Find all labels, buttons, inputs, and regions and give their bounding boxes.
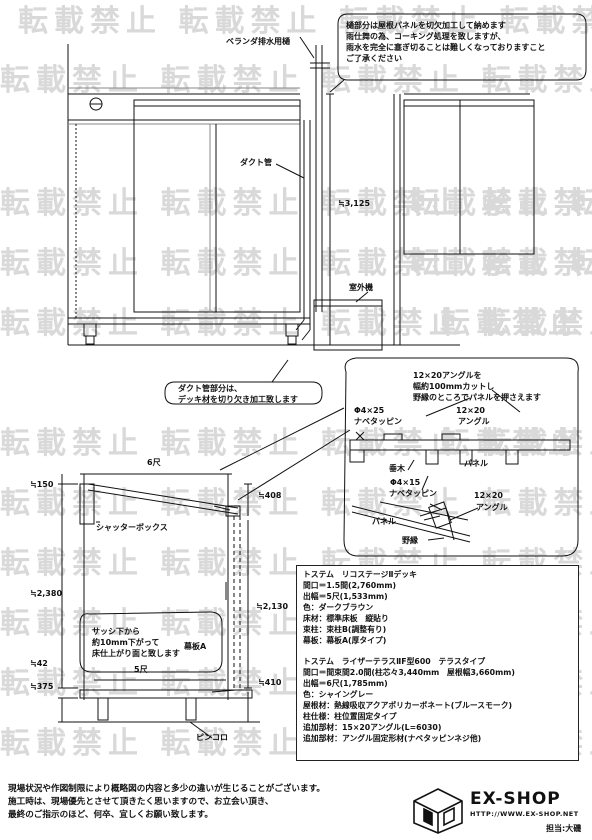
dim-42: ≒42 [30,659,48,668]
label-fascia-a: 幕板A [184,642,207,651]
label-angle-size: 12×20 [456,406,485,415]
label-joist: 垂木 [389,464,405,473]
spec-line: トステム ライザーテラスⅡF型600 テラスタイプ [303,657,486,666]
watermark-text: 転載禁止 転載禁止 転載禁止 転載禁止 [18,4,592,39]
spec-line: 追加部材：15×20アングル(L=6030) [303,723,442,732]
spec-line: 柱仕様：柱位置固定タイプ [303,712,397,721]
dim-408: ≒408 [258,491,282,500]
spec-line: 床材：標準床板 縦貼り [303,614,389,623]
spec-line: 束柱：束柱B(調整有り) [303,625,387,634]
spec-line: 屋根材：熱線吸収アクアポリカーボネート(ブルースモーク) [303,701,513,710]
dim-width-6shaku: 6尺 [147,458,161,467]
spec-line: 色：ダークブラウン [303,603,374,612]
note-line: 雨水を完全に塞ぎ切ることは難しくなっておりますこと [346,43,546,52]
spec-line: 出幅＝5尺(1,533mm) [303,592,388,601]
dim-375: ≒375 [30,682,54,691]
dim-150: ≒150 [30,480,54,489]
spec-line: 出幅＝6尺(1,785mm) [303,679,388,688]
note-line: 野縁のところでパネルを押さえます [413,393,541,402]
cube-logo-icon [413,788,463,834]
label-pin2-nabeta: ナベタッピン [389,489,437,498]
footer-line: 最終のご指示のほど、何卒、宜しくお願い致します。 [8,810,213,820]
spec-line: 間口＝1.5間(2,760mm) [303,581,397,590]
staff-name: 担当:大磯 [546,824,582,833]
label-duct: ダクト管 [240,158,272,167]
watermark-text: 転載禁止 転載禁止 転載禁止 転載禁止 [440,306,592,341]
angle-note: 12×20アングルを 幅約100mmカットし 野縁のところでパネルを押さえます [413,370,541,403]
sash-note: サッシ下から 約10mm下がって 床仕上がり面と致します [92,626,180,659]
note-line: デッキ材を切り欠き加工致します [178,395,298,404]
label-pin-4x15: Φ4×15 [390,478,421,487]
note-line: 12×20アングルを [413,371,482,380]
spec-line: 幕板：幕板A(厚タイプ) [303,636,387,645]
brand-url: HTTP://WWW.EX-SHOP.NET [470,810,579,818]
label-shutter-box: シャッターボックス [96,523,168,532]
watermark-text: 転載禁止 転載禁止 転載禁止 転載禁止 [440,426,592,461]
duct-cut-note: ダクト管部分は、 デッキ材を切り欠き加工致します [178,383,298,405]
spec-line: 間口＝間束間2.0間(柱芯々3,440mm 屋根幅3,660mm) [303,668,515,677]
label-pin-nabeta: ナベタッピン [354,417,402,426]
footer-line: 現場状況や作図制限により概略図の内容と多少の違いが生じることがございます。 [8,784,325,794]
label-panel2: パネル [372,517,396,526]
label-panel: パネル [464,459,488,468]
note-line: サッシ下から [92,627,140,636]
spec-line: トステム リコステージⅡデッキ [303,570,417,579]
spec-table: トステム リコステージⅡデッキ 間口＝1.5間(2,760mm) 出幅＝5尺(1… [296,565,579,761]
note-line: 樋部分は屋根パネルを切欠加工して納めます [346,21,506,30]
note-line: ダクト管部分は、 [178,384,242,393]
note-line: 雨仕舞の為、コーキング処理を致しますが、 [346,32,506,41]
note-line: 床仕上がり面と致します [92,649,180,658]
label-pin-4x25: Φ4×25 [354,406,385,415]
dim-2380: ≒2,380 [30,589,63,598]
dim-410: ≒410 [258,678,282,687]
dim-5shaku: 5尺 [134,665,148,674]
roof-gutter-note: 樋部分は屋根パネルを切欠加工して納めます 雨仕舞の為、コーキング処理を致しますが… [346,20,545,64]
dim-2130: ≒2,130 [256,602,289,611]
watermark-text: 転載禁止 転載禁止 転載禁止 転載禁止 [410,246,592,281]
label-outdoor-unit: 室外機 [349,283,373,292]
watermark-text: 転載禁止 転載禁止 転載禁止 転載禁止 [410,186,592,221]
note-line: 幅約100mmカットし [413,382,495,391]
note-line: 約10mm下がって [92,638,160,647]
watermark-text: 転載禁止 転載禁止 転載禁止 転載禁止 [0,186,592,221]
footer-line: 施工時は、現場優先とさせて頂きたく思いますので、お立会い頂き、 [8,797,274,807]
note-line: ご了承ください [346,54,402,63]
spec-line: 追加部材：アングル固定形材(ナベタッピンネジ他) [303,734,482,743]
label-angle2: アングル [476,503,508,512]
label-drain-pipe: ベランダ排水用樋 [226,37,290,46]
footer-disclaimer: 現場状況や作図制限により概略図の内容と多少の違いが生じることがございます。 施工… [8,783,325,822]
label-angle: アングル [458,417,490,426]
dim-height-total: ≒3,125 [338,199,371,208]
label-pinkoro: ピンコロ [196,733,228,742]
watermark-text: 転載禁止 転載禁止 転載禁止 転載禁止 [0,246,592,281]
spec-line: 色：シャイングレー [303,690,374,699]
label-angle2-size: 12×20 [474,491,503,500]
label-rafter: 野縁 [402,536,418,545]
brand-name: EX-SHOP [470,789,561,809]
exshop-logo: EX-SHOP HTTP://WWW.EX-SHOP.NET 担当:大磯 [408,787,586,837]
